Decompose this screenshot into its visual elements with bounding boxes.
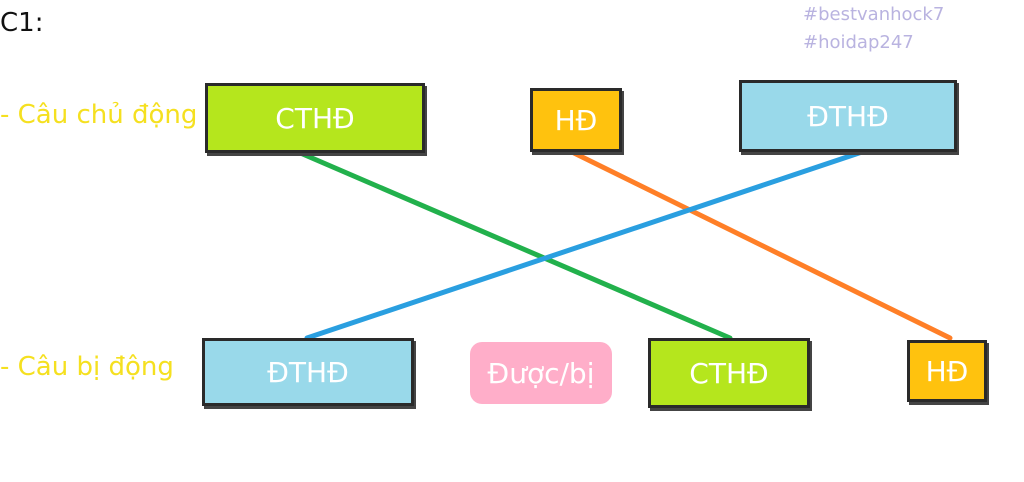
passive-marker-pill: Được/bị [470, 342, 612, 404]
passive-action-box: HĐ [907, 340, 987, 402]
active-action-box: HĐ [530, 88, 622, 152]
hashtag-2: #hoidap247 [803, 32, 914, 53]
heading: C1: [0, 8, 44, 38]
hashtag-1: #bestvanhock7 [803, 4, 945, 25]
passive-subject-box: CTHĐ [648, 338, 810, 408]
connector-subject [295, 149, 733, 341]
active-object-box: ĐTHĐ [739, 80, 957, 152]
active-subject-box: CTHĐ [205, 83, 425, 153]
connector-object [304, 149, 865, 341]
passive-row-label: - Câu bị động [0, 352, 174, 382]
connector-action [569, 149, 953, 341]
passive-object-box: ĐTHĐ [202, 338, 414, 406]
active-row-label: - Câu chủ động [0, 100, 198, 130]
